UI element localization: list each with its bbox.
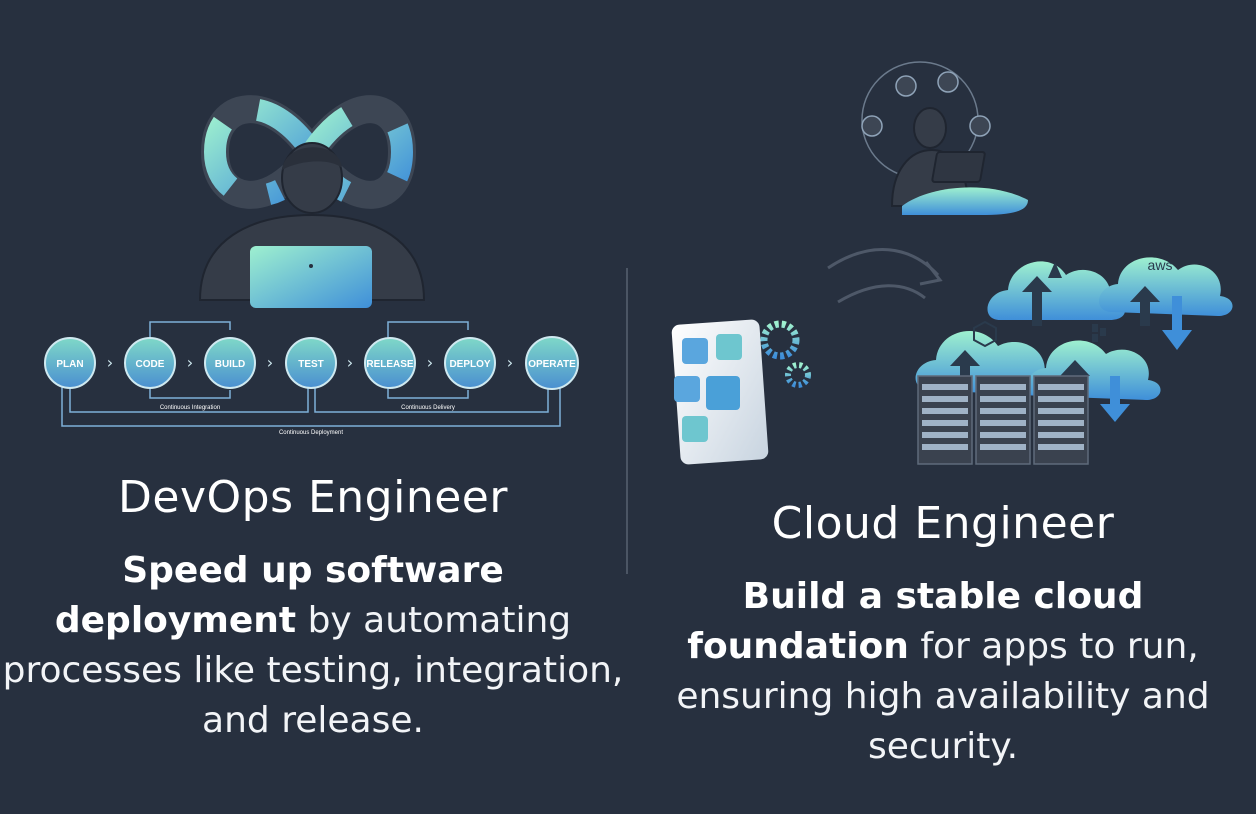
chevron-right-icon: ›: [107, 353, 113, 372]
devops-panel: Continuous Integration Continuous Delive…: [0, 0, 626, 814]
svg-text:OPERATE: OPERATE: [528, 359, 576, 370]
svg-text:CODE: CODE: [136, 359, 165, 370]
laptop-icon: [250, 246, 372, 308]
stage-build: BUILD: [204, 337, 256, 389]
orbit-doc-icon: [895, 75, 917, 97]
cloud-azure-icon: [987, 261, 1125, 326]
devops-description: Speed up software deployment by automati…: [0, 546, 626, 746]
svg-text:PLAN: PLAN: [56, 359, 83, 370]
chevron-right-icon: ›: [427, 353, 433, 372]
arrow-head-icon: [919, 261, 943, 286]
stage-release: RELEASE: [364, 337, 416, 389]
cloud-illustration: aws: [671, 61, 1233, 465]
mobile-apps-icon: [671, 319, 811, 465]
devops-pipeline: Continuous Integration Continuous Delive…: [44, 321, 579, 436]
stage-code: CODE: [124, 337, 176, 389]
curved-arrow-icon: [827, 248, 940, 277]
cloud-description: Build a stable cloud foundation for apps…: [630, 572, 1256, 772]
orbit-rocket-icon: [861, 115, 883, 137]
svg-text:TEST: TEST: [298, 359, 324, 370]
cloud-person-icon: [861, 61, 1028, 215]
stage-deploy: DEPLOY: [444, 337, 496, 389]
chevron-right-icon: ›: [267, 353, 273, 372]
orbit-gear-icon: [969, 115, 991, 137]
panel-divider: [626, 268, 628, 574]
cloud-title: Cloud Engineer: [771, 498, 1115, 549]
aws-logo-text: aws: [1148, 257, 1173, 273]
stage-test: TEST: [285, 337, 337, 389]
cloud-aws-icon: aws: [1099, 257, 1233, 350]
cd-label: Continuous Delivery: [401, 405, 455, 411]
chevron-right-icon: ›: [347, 353, 353, 372]
gear-icon: [760, 320, 800, 360]
cloud-desc-rest: for apps to run, ensuring high availabil…: [676, 626, 1210, 767]
stage-operate: OPERATE: [525, 336, 579, 390]
devops-title: DevOps Engineer: [118, 472, 508, 523]
gear-icon: [785, 362, 811, 388]
chevron-right-icon: ›: [507, 353, 513, 372]
ci-label: Continuous Integration: [160, 405, 220, 411]
svg-text:DEPLOY: DEPLOY: [449, 359, 490, 370]
cloud-panel: aws: [630, 0, 1256, 814]
devops-desc-rest: by automating processes like testing, in…: [2, 600, 624, 741]
devops-desc-bold: Speed up software deployment: [54, 550, 504, 641]
deploy-loop-label: Continuous Deployment: [279, 430, 343, 436]
orbit-shield-icon: [937, 71, 959, 93]
chevron-right-icon: ›: [187, 353, 193, 372]
server-rack-icon: [917, 375, 1089, 465]
stage-plan: PLAN: [44, 337, 96, 389]
svg-text:RELEASE: RELEASE: [366, 359, 414, 370]
devops-illustration: Continuous Integration Continuous Delive…: [44, 95, 579, 436]
svg-text:BUILD: BUILD: [215, 359, 246, 370]
cloud-desc-bold: Build a stable cloud foundation: [687, 576, 1144, 667]
